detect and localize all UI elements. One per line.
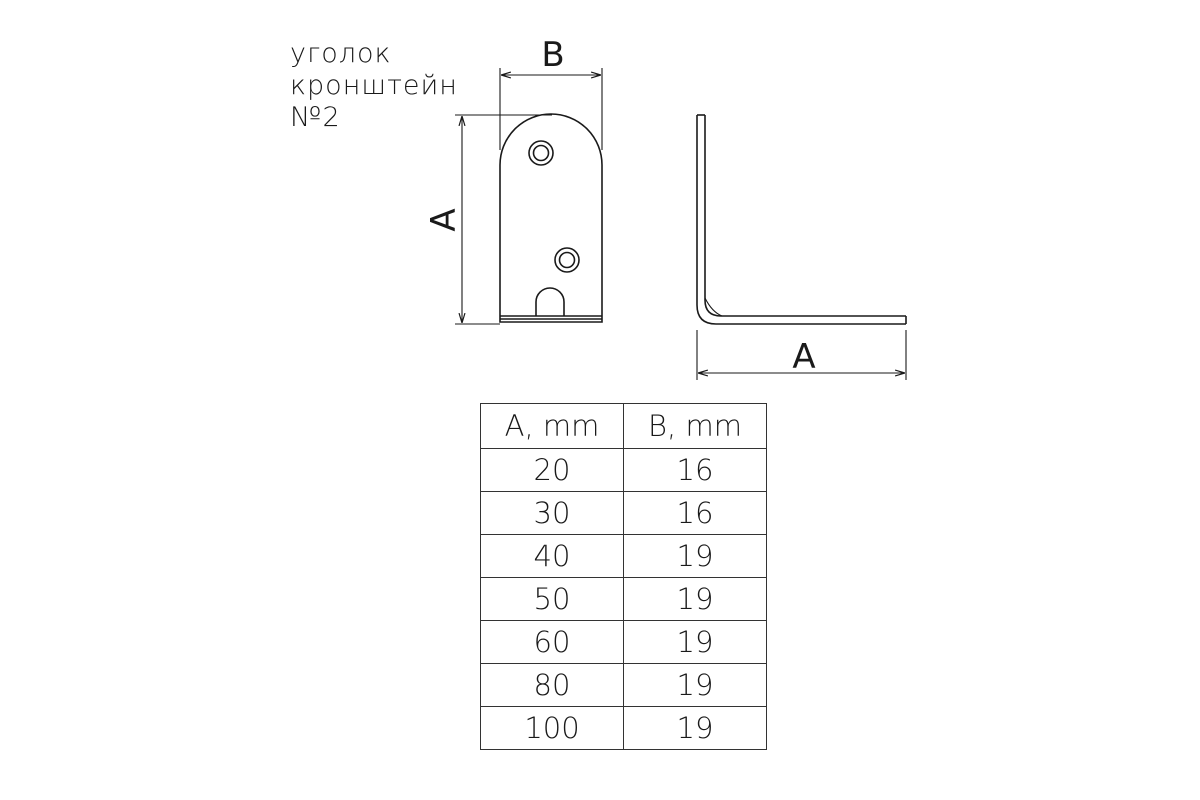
table-row: 40 19 [480, 534, 767, 578]
title-line-2: кронштейн [290, 70, 458, 101]
cell-a: 50 [480, 577, 624, 621]
table-row: 50 19 [480, 577, 767, 621]
dimension-a-horizontal-label: A [792, 337, 815, 377]
side-inner-edge [704, 115, 906, 317]
table-row: 60 19 [480, 620, 767, 664]
cell-b: 19 [623, 534, 767, 578]
cell-b: 19 [623, 706, 767, 750]
table-row: 100 19 [480, 706, 767, 750]
upper-hole-icon [528, 140, 554, 166]
dimension-b-label: B [541, 35, 564, 75]
cell-a: 30 [480, 491, 624, 535]
product-title: уголок кронштейн №2 [290, 38, 458, 134]
cell-a: 20 [480, 448, 624, 492]
dimension-b [499, 68, 603, 150]
table-row: 80 19 [480, 663, 767, 707]
cell-b: 16 [623, 448, 767, 492]
side-outer-edge [696, 115, 906, 325]
cell-a: 100 [480, 706, 624, 750]
front-outline [499, 113, 603, 323]
size-table: A, mm B, mm 20 16 30 16 40 19 50 19 60 1… [480, 403, 767, 750]
cell-a: 80 [480, 663, 624, 707]
dimension-a-horizontal [696, 330, 907, 380]
cell-a: 40 [480, 534, 624, 578]
title-line-3: №2 [290, 102, 341, 133]
cell-b: 19 [623, 577, 767, 621]
column-header-b: B, mm [623, 403, 767, 449]
dimension-a-vertical [455, 114, 552, 325]
cell-a: 60 [480, 620, 624, 664]
side-view [696, 114, 907, 325]
cell-b: 16 [623, 491, 767, 535]
column-header-a: A, mm [480, 403, 624, 449]
table-header-row: A, mm B, mm [480, 403, 767, 449]
table-row: 30 16 [480, 491, 767, 535]
slot-notch [535, 287, 565, 316]
dimension-a-vertical-label: A [424, 208, 464, 231]
cell-b: 19 [623, 663, 767, 707]
cell-b: 19 [623, 620, 767, 664]
front-view [499, 113, 603, 323]
title-line-1: уголок [290, 38, 392, 69]
table-row: 20 16 [480, 448, 767, 492]
lower-hole-icon [554, 247, 580, 273]
